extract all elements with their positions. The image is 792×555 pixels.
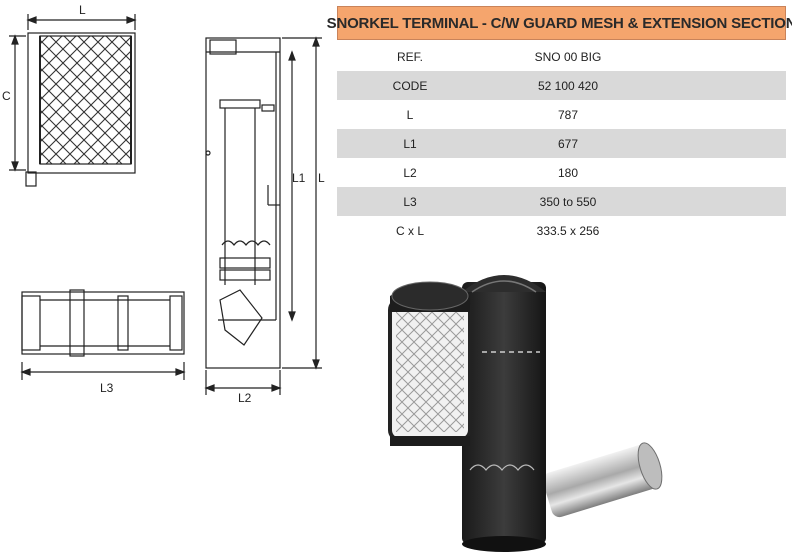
row-label: CODE	[392, 78, 428, 93]
row-value: 677	[557, 136, 579, 151]
extension-drawing	[20, 289, 186, 380]
row-label: L1	[403, 136, 417, 151]
row-value: SNO 00 BIG	[534, 49, 602, 64]
snorkel-3d-render	[388, 275, 663, 552]
side-l-label: L	[318, 171, 325, 185]
row-label: C x L	[395, 223, 424, 238]
front-height-label: C	[2, 89, 11, 103]
row-label: L2	[403, 165, 417, 180]
side-view-drawing	[204, 36, 322, 395]
spec-row-l1: L1 677	[337, 129, 786, 158]
spec-row-l3: L3 350 to 550	[337, 187, 786, 216]
spec-row-ref: REF. SNO 00 BIG	[337, 42, 786, 71]
spec-table: REF. SNO 00 BIG CODE 52 100 420 L 787 L1…	[337, 42, 786, 245]
spec-title: SNORKEL TERMINAL - C/W GUARD MESH & EXTE…	[327, 6, 792, 40]
spec-row-l: L 787	[337, 100, 786, 129]
row-label: REF.	[396, 49, 423, 64]
row-value: 52 100 420	[537, 78, 599, 93]
spec-row-cxl: C x L 333.5 x 256	[337, 216, 786, 245]
row-value: 350 to 550	[539, 194, 597, 209]
row-value: 787	[557, 107, 579, 122]
row-value: 180	[557, 165, 579, 180]
row-value: 333.5 x 256	[536, 223, 600, 238]
row-label: L	[406, 107, 414, 122]
side-l2-label: L2	[238, 391, 252, 405]
row-label: L3	[403, 194, 417, 209]
spec-row-l2: L2 180	[337, 158, 786, 187]
front-width-label: L	[79, 3, 86, 17]
side-l1-label: L1	[292, 171, 306, 185]
spec-row-code: CODE 52 100 420	[337, 71, 786, 100]
front-view-drawing	[9, 14, 137, 187]
extension-l3-label: L3	[100, 381, 114, 395]
